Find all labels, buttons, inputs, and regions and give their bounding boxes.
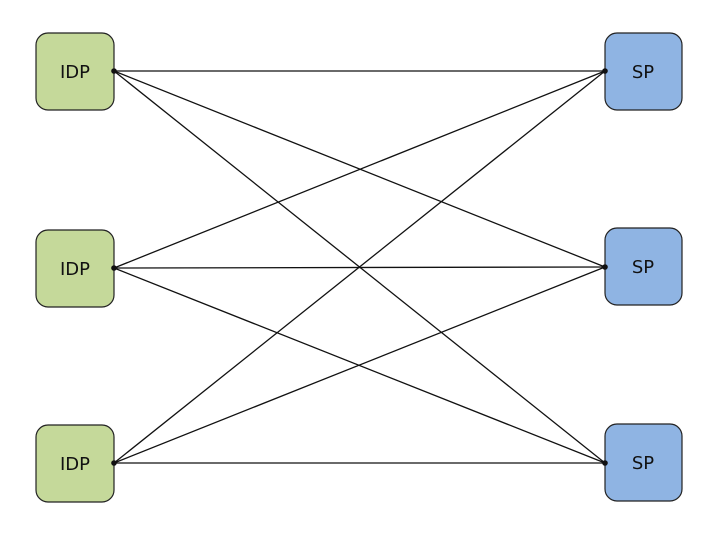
connection-lines — [113, 70, 606, 464]
idp-label-1: IDP — [60, 62, 90, 83]
idp-port-2 — [111, 265, 117, 271]
sp-port-1 — [602, 68, 608, 74]
sp-label-1: SP — [632, 62, 654, 83]
idp-node-2: IDP — [35, 229, 115, 308]
idp-node-1: IDP — [35, 32, 115, 111]
connection-ports — [111, 68, 608, 466]
sp-label-2: SP — [632, 257, 654, 278]
idp-node-3: IDP — [35, 424, 115, 503]
sp-node-3: SP — [604, 423, 683, 502]
idp-port-3 — [111, 460, 117, 466]
connection-idp-3-to-sp-1 — [113, 70, 606, 464]
idp-label-3: IDP — [60, 454, 90, 475]
sp-node-1: SP — [604, 32, 683, 111]
idp-label-2: IDP — [60, 259, 90, 280]
sp-node-2: SP — [604, 227, 683, 306]
sp-port-3 — [602, 460, 608, 466]
connection-idp-3-to-sp-2 — [113, 266, 606, 464]
sp-label-3: SP — [632, 453, 654, 474]
idp-port-1 — [111, 68, 117, 74]
sp-port-2 — [602, 264, 608, 270]
connection-idp-2-to-sp-1 — [113, 70, 606, 269]
